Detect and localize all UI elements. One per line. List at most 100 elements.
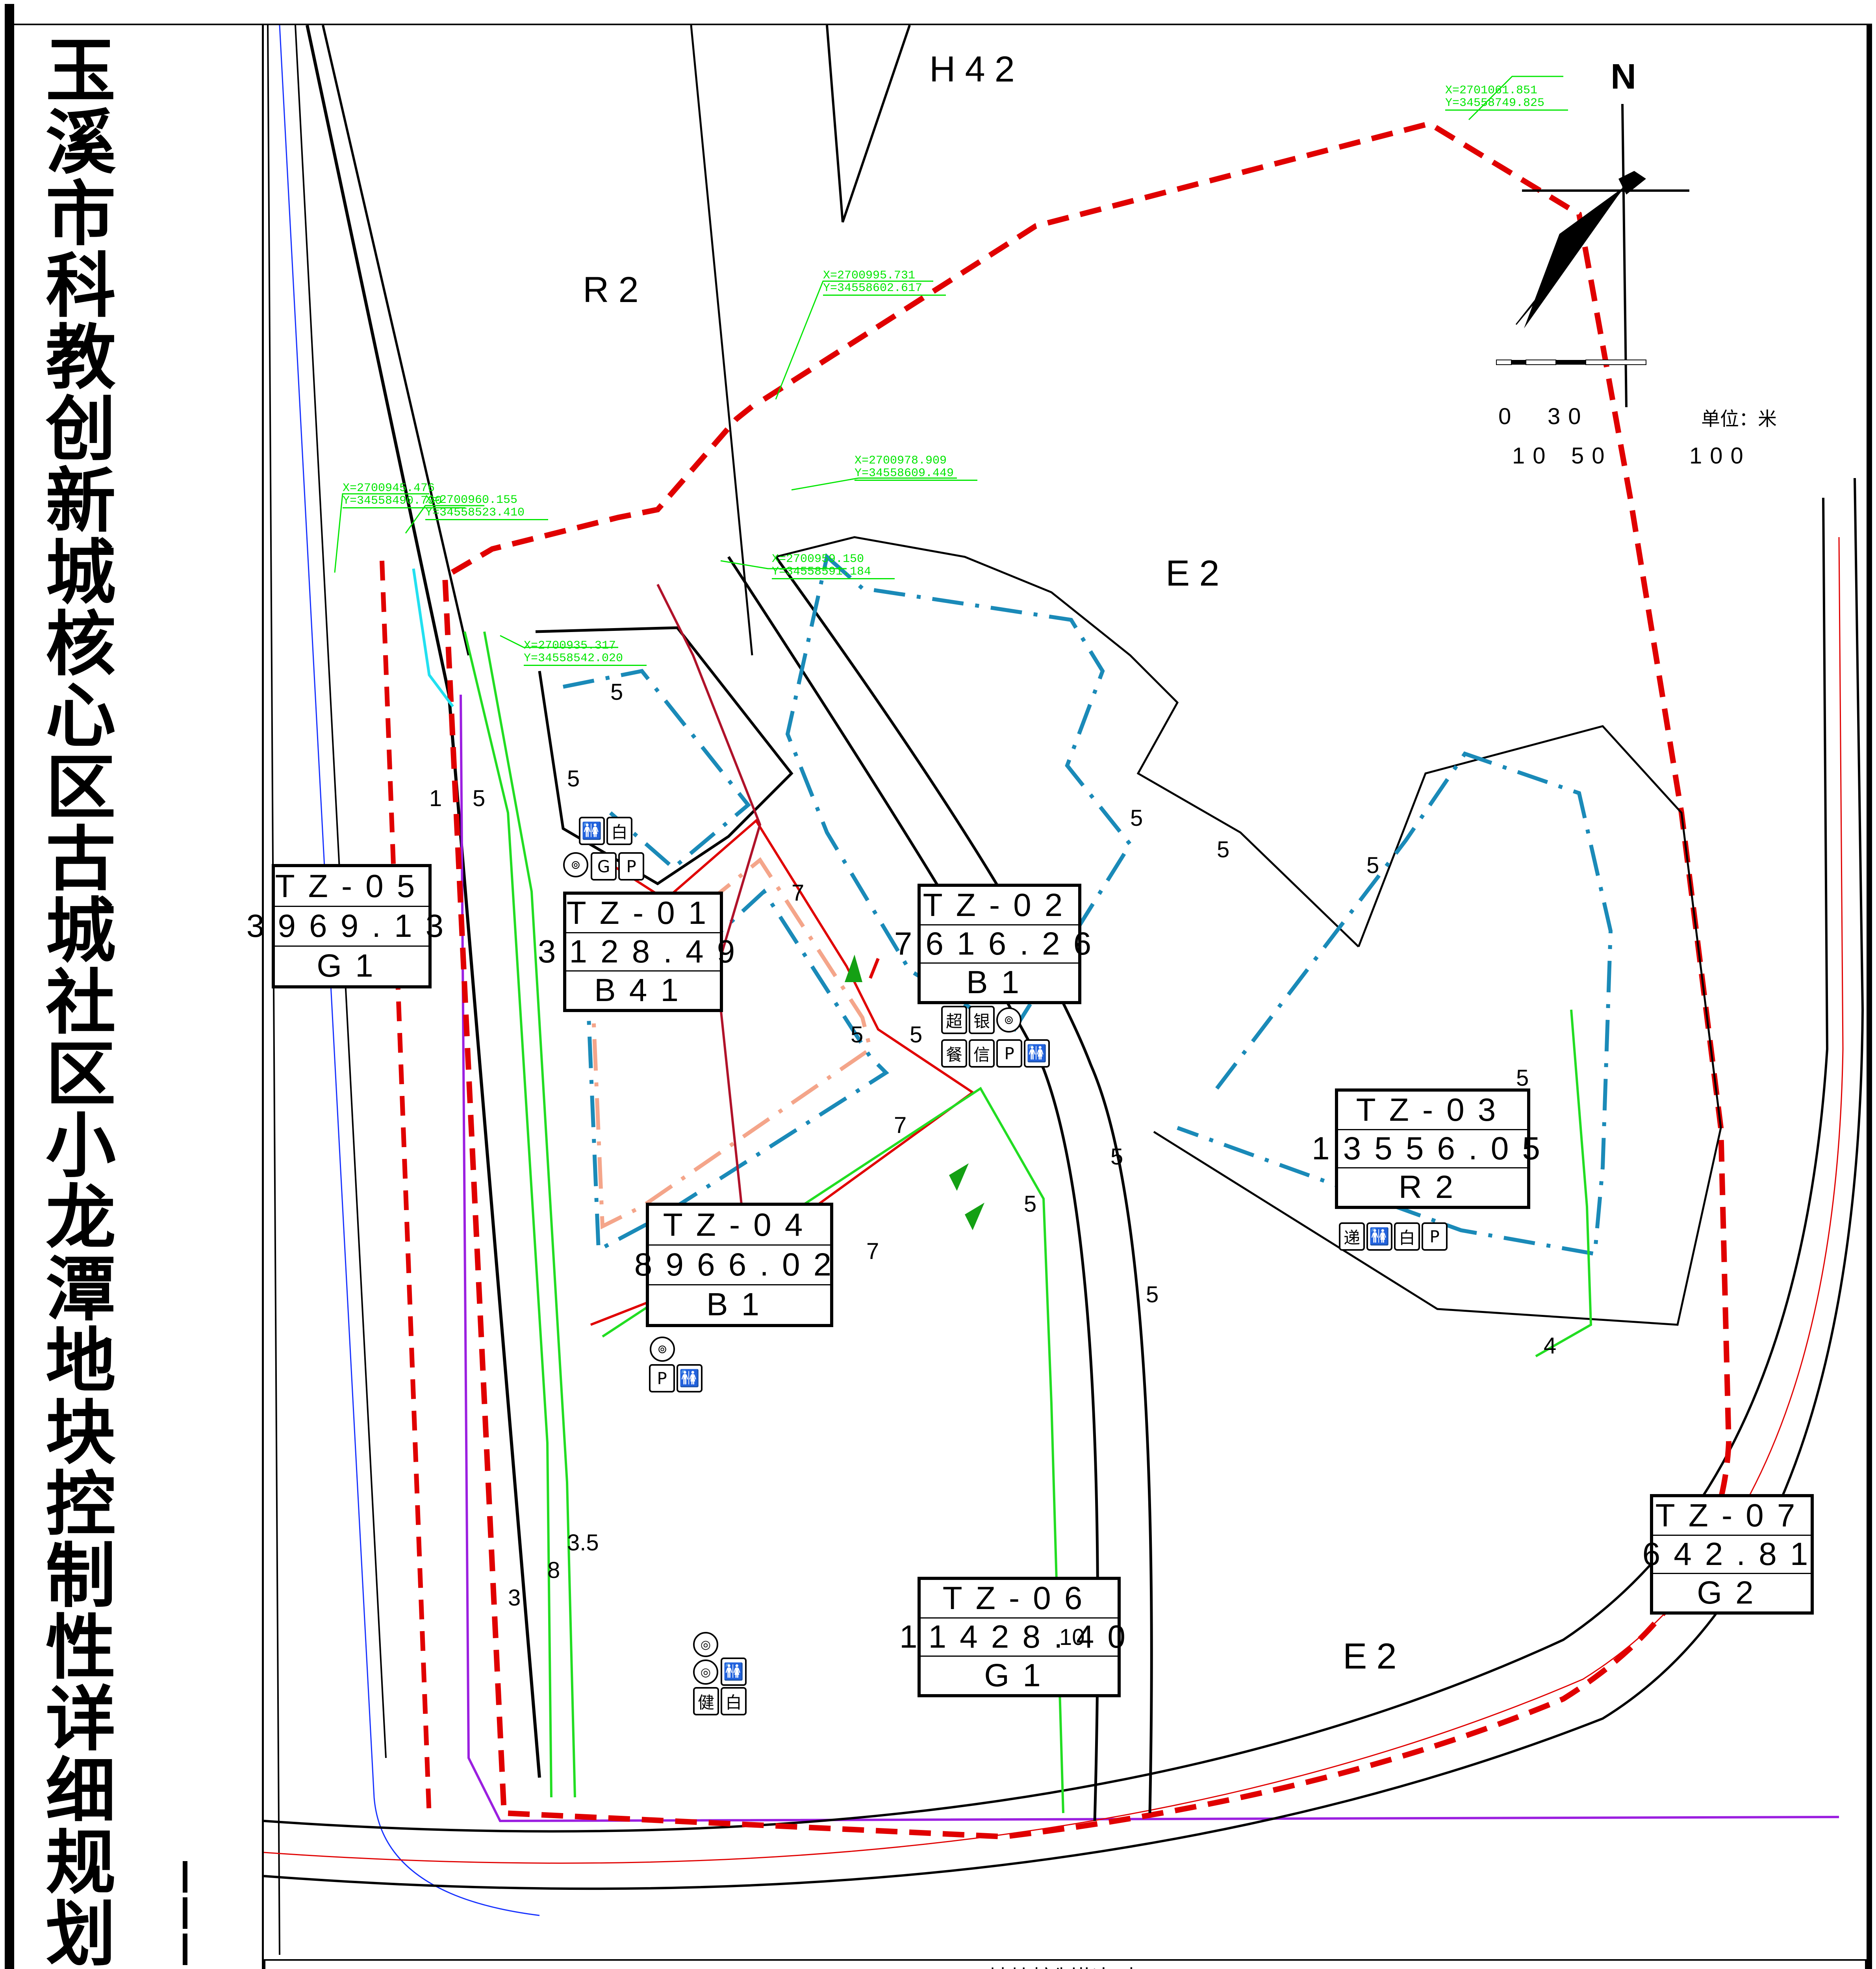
parcel-id: TZ-02 (921, 887, 1078, 925)
setback-distance: 5 (851, 1022, 864, 1048)
parcel-area: 7616.26 (894, 925, 1091, 964)
setback-distance: 5 (610, 679, 623, 705)
plan-subtitle: 图 则 (158, 1859, 213, 1969)
telecom-icon: 信 (969, 1039, 995, 1068)
parcel-tz04[interactable]: TZ-04 8966.02 B1 (634, 1203, 833, 1327)
parcel-code: B1 (966, 964, 1033, 1000)
setback-distance: 5 (1130, 805, 1143, 831)
site-plan-map: H42 R2 E2 E2 N 0 30 10 50 100 单位：米 X=270… (247, 25, 1867, 1955)
commercial-outlet-icon: ⊚ (650, 1337, 675, 1362)
frame-border-left (5, 4, 14, 1969)
title-char: 城 (46, 890, 116, 972)
title-char: 小 (46, 1105, 116, 1187)
setback-distance: 7 (866, 1239, 879, 1264)
trash-point-icon: 白 (721, 1687, 747, 1715)
parcel-tz01[interactable]: TZ-01 3128.49 B41 (538, 892, 735, 1012)
setback-distance: 5 (1146, 1282, 1159, 1307)
commercial-outlet-icon: ⊚ (996, 1007, 1021, 1033)
title-char: 古 (46, 819, 116, 900)
parcel-area: 11428.40 (899, 1619, 1125, 1657)
zone-label-h42: H42 (929, 49, 1024, 89)
parcel-tz02[interactable]: TZ-02 7616.26 B1 (894, 884, 1091, 1004)
title-char: 细 (46, 1750, 116, 1832)
trash-point-icon: 白 (1394, 1222, 1420, 1251)
setback-distance: 5 (1110, 1144, 1123, 1170)
setback-distance: 5 (473, 786, 486, 811)
setback-distance: 5 (910, 1022, 923, 1048)
frame-border-right (1867, 24, 1872, 1969)
parcel-id: TZ-03 (1338, 1092, 1527, 1130)
setback-distance: 5 (1024, 1191, 1037, 1217)
title-char: 区 (46, 747, 116, 829)
parcel-area: 8966.02 (634, 1246, 831, 1285)
setback-distance: 5 (567, 766, 580, 792)
frame-border-top (5, 24, 1871, 25)
scale-tick: 10 (1512, 443, 1553, 469)
zone-label-e2-bottom: E2 (1343, 1636, 1406, 1676)
title-char: 科 (46, 245, 116, 327)
parcel-tz05[interactable]: TZ-05 3969.13 G1 (247, 864, 443, 988)
title-char: 创 (46, 389, 116, 470)
gas-station-icon: G (591, 852, 617, 881)
public-toilet-icon: 🚻 (579, 817, 605, 845)
setback-distance: 5 (1366, 853, 1379, 878)
parcel-id: TZ-07 (1653, 1497, 1811, 1536)
parcel-code: G1 (317, 948, 387, 984)
subtitle-char: 图 (158, 1967, 213, 1969)
title-char: 控 (46, 1464, 116, 1545)
title-char: 规 (46, 1822, 116, 1904)
title-char: 性 (46, 1607, 116, 1689)
public-toilet-icon: 🚻 (721, 1658, 747, 1686)
parcel-tz06[interactable]: TZ-06 11428.40 G1 (899, 1577, 1125, 1697)
title-char: 地 (46, 1320, 116, 1402)
express-delivery-icon: 递 (1339, 1222, 1365, 1251)
parking-icon: P (649, 1364, 675, 1392)
parcel-area: 642.81 (1642, 1536, 1811, 1574)
public-toilet-icon: 🚻 (1366, 1222, 1392, 1251)
title-char: 划 (46, 1894, 116, 1969)
parcel-tz03[interactable]: TZ-03 13556.05 R2 (1312, 1088, 1540, 1209)
parking-icon: P (1422, 1222, 1448, 1251)
title-char: 教 (46, 317, 116, 399)
fitness-facility-icon: 健 (693, 1687, 719, 1715)
setback-distance: 7 (792, 880, 805, 906)
title-char: 心 (46, 675, 116, 757)
setback-distance: 7 (894, 1112, 907, 1138)
parking-icon: P (996, 1039, 1022, 1068)
public-toilet-icon: 🚻 (1024, 1039, 1050, 1068)
title-char: 城 (46, 532, 116, 614)
parcel-id: TZ-01 (566, 895, 720, 933)
title-char: 新 (46, 460, 116, 542)
bank-icon: 银 (969, 1006, 995, 1034)
title-char: 详 (46, 1679, 116, 1760)
title-char: 龙 (46, 1177, 116, 1259)
commercial-outlet-icon: ⊚ (563, 852, 588, 877)
parcel-code: G1 (984, 1657, 1054, 1693)
setback-distance: 10 (1059, 1624, 1085, 1650)
scale-unit: 单位：米 (1701, 409, 1777, 430)
zone-label-r2: R2 (583, 270, 648, 310)
north-arrow-label: N (1611, 57, 1636, 96)
title-char: 潭 (46, 1249, 116, 1330)
scale-tick: 100 (1689, 443, 1751, 469)
parcel-tz07[interactable]: TZ-07 642.81 G2 (1642, 1494, 1814, 1615)
setback-distance: 5 (1217, 837, 1230, 862)
scale-tick: 30 (1548, 404, 1589, 429)
setback-distance: 5 (1516, 1065, 1529, 1091)
scale-tick: 0 (1498, 404, 1519, 429)
title-char: 市 (46, 174, 116, 255)
parcel-code: B41 (594, 972, 692, 1008)
parking-icon: P (618, 852, 644, 881)
parcel-area: 3128.49 (538, 933, 735, 972)
title-char: 核 (46, 604, 116, 685)
plan-title: 玉 溪 市 科 教 创 新 城 核 心 区 古 城 社 区 小 龙 潭 地 块 … (35, 35, 126, 1969)
setback-distance: 3.5 (567, 1530, 599, 1556)
title-divider (262, 24, 264, 1969)
sports-field-icon: ◎ (693, 1632, 718, 1657)
